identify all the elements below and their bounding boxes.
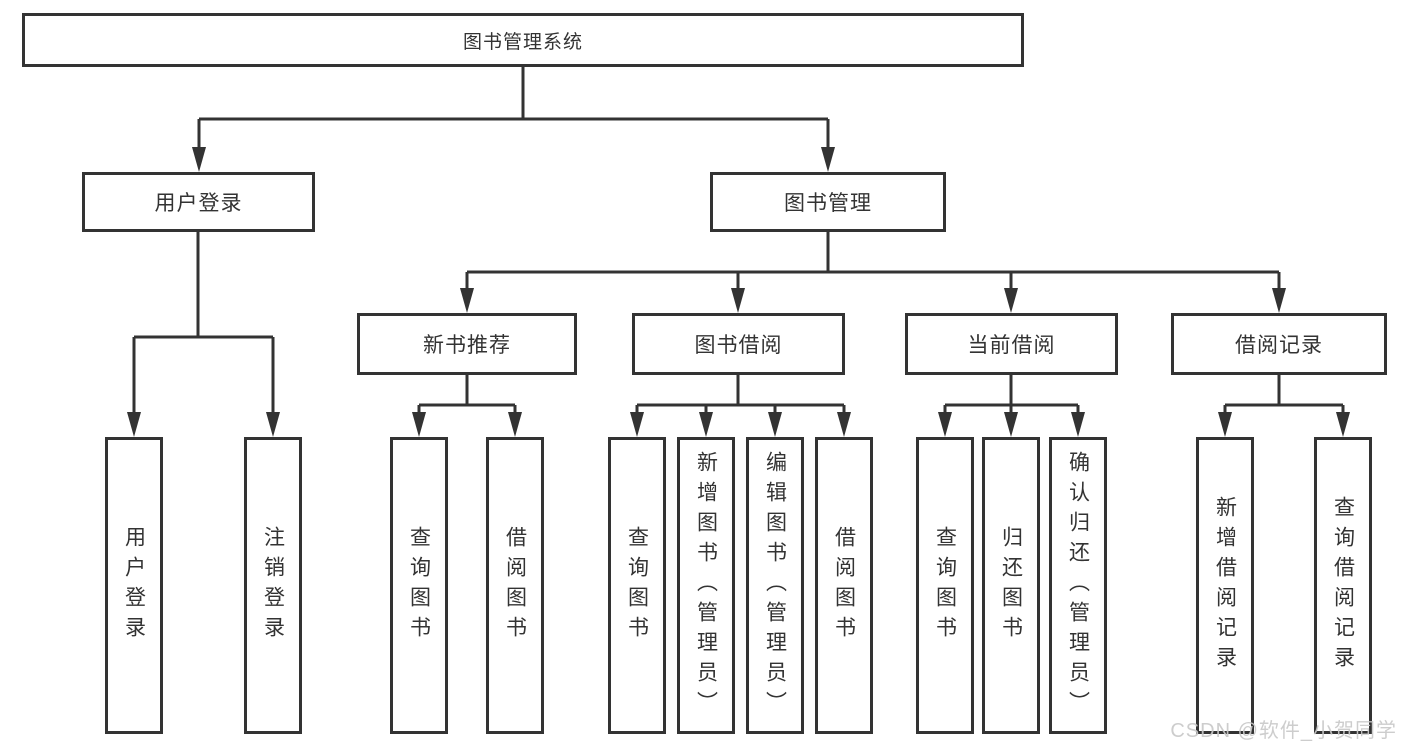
leaf-cb-query-books-label: 查询图书 (933, 525, 957, 646)
connector-user-login-to-leaves (132, 231, 275, 417)
leaf-cb-return-books-label: 归还图书 (999, 525, 1023, 646)
leaf-bb-query-books: 查询图书 (608, 437, 666, 734)
leaf-bb-query-books-label: 查询图书 (625, 525, 649, 646)
leaf-bb-borrow-books-label: 借阅图书 (832, 525, 856, 646)
leaf-bb-edit-books-admin: 编辑图书（管理员） (746, 437, 804, 734)
node-new-book-recommendation: 新书推荐 (357, 313, 577, 375)
node-new-book-recommendation-label: 新书推荐 (423, 334, 511, 357)
connector-borrow-records-to-leaves (1223, 374, 1345, 417)
connector-book-mgmt-to-level3 (465, 231, 1281, 293)
csdn-watermark: CSDN @软件_小贺同学 (1170, 720, 1397, 742)
leaf-bb-add-books-admin: 新增图书（管理员） (677, 437, 735, 734)
node-book-borrowing-label: 图书借阅 (694, 334, 783, 357)
leaf-br-add-record: 新增借阅记录 (1196, 437, 1254, 734)
leaf-cb-return-books: 归还图书 (982, 437, 1040, 734)
connector-current-borrow-to-leaves (943, 374, 1080, 417)
node-borrowing-records: 借阅记录 (1171, 313, 1387, 375)
node-book-borrowing: 图书借阅 (632, 313, 845, 375)
arrowheads (127, 147, 1350, 437)
leaf-cb-confirm-return-admin-label: 确认归还（管理员） (1066, 450, 1090, 721)
leaf-bb-edit-books-admin-label: 编辑图书（管理员） (763, 450, 787, 721)
leaf-user-login-label: 用户登录 (122, 525, 146, 646)
node-root-label: 图书管理系统 (462, 31, 583, 53)
node-book-management-label: 图书管理 (784, 192, 872, 215)
leaf-nbr-query-books: 查询图书 (390, 437, 448, 734)
leaf-br-query-record-label: 查询借阅记录 (1331, 495, 1355, 676)
node-current-borrowing-label: 当前借阅 (967, 334, 1056, 357)
connector-book-borrow-to-leaves (635, 374, 846, 417)
node-user-login: 用户登录 (82, 172, 315, 232)
node-current-borrowing: 当前借阅 (905, 313, 1118, 375)
node-book-management: 图书管理 (710, 172, 946, 232)
leaf-nbr-query-books-label: 查询图书 (407, 525, 431, 646)
leaf-bb-add-books-admin-label: 新增图书（管理员） (694, 450, 718, 721)
connector-new-book-rec-to-leaves (417, 374, 517, 417)
node-borrowing-records-label: 借阅记录 (1235, 334, 1323, 357)
leaf-br-add-record-label: 新增借阅记录 (1213, 495, 1237, 676)
leaf-user-login: 用户登录 (105, 437, 163, 734)
leaf-nbr-borrow-books: 借阅图书 (486, 437, 544, 734)
leaf-bb-borrow-books: 借阅图书 (815, 437, 873, 734)
connector-root-to-level2 (197, 66, 830, 152)
leaf-logout: 注销登录 (244, 437, 302, 734)
leaf-logout-label: 注销登录 (261, 525, 285, 646)
leaf-nbr-borrow-books-label: 借阅图书 (503, 525, 527, 646)
leaf-br-query-record: 查询借阅记录 (1314, 437, 1372, 734)
leaf-cb-confirm-return-admin: 确认归还（管理员） (1049, 437, 1107, 734)
node-user-login-label: 用户登录 (154, 192, 243, 215)
node-root-system: 图书管理系统 (22, 13, 1024, 67)
leaf-cb-query-books: 查询图书 (916, 437, 974, 734)
